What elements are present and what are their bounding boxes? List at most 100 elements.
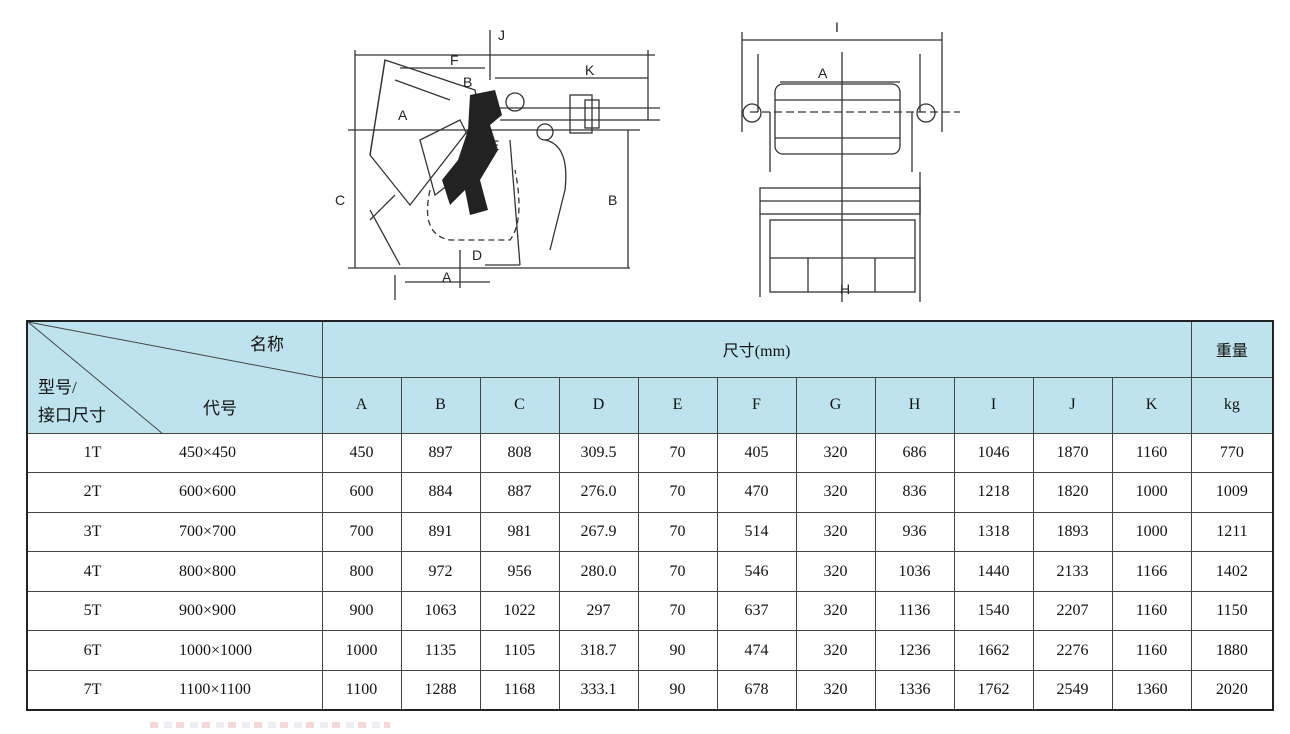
value-cell-e: 70 [637, 432, 718, 474]
dim-label-h: H [840, 281, 850, 297]
value-cell-e: 70 [637, 590, 718, 632]
value-cell-g: 320 [795, 432, 876, 474]
code-cell: 1000×1000 [157, 630, 323, 672]
value-cell-j: 1893 [1032, 511, 1113, 553]
value-cell-h: 836 [874, 472, 955, 513]
value-cell-a: 1100 [321, 670, 402, 711]
value-cell-b: 1288 [400, 670, 481, 711]
weight-cell: 2020 [1190, 670, 1274, 711]
value-cell-i: 1762 [953, 670, 1034, 711]
column-header-d: D [558, 376, 639, 434]
dim-label-d: D [472, 247, 482, 263]
weight-cell: 770 [1190, 432, 1274, 474]
value-cell-b: 897 [400, 432, 481, 474]
value-cell-k: 1160 [1111, 590, 1192, 632]
weight-header: 重量 [1190, 320, 1274, 378]
weight-cell: 1009 [1190, 472, 1274, 513]
dim-label-a-bottom: A [442, 269, 452, 285]
value-cell-a: 900 [321, 590, 402, 632]
column-header-a: A [321, 376, 402, 434]
dim-label-a-hopper: A [398, 107, 408, 123]
value-cell-d: 333.1 [558, 670, 639, 711]
dim-label-c: C [335, 192, 345, 208]
value-cell-e: 70 [637, 472, 718, 513]
weight-cell: 1880 [1190, 630, 1274, 672]
value-cell-c: 887 [479, 472, 560, 513]
value-cell-b: 1135 [400, 630, 481, 672]
value-cell-c: 1022 [479, 590, 560, 632]
column-header-j: J [1032, 376, 1113, 434]
weight-cell: 1211 [1190, 511, 1274, 553]
value-cell-d: 297 [558, 590, 639, 632]
model-cell: 7T [26, 670, 157, 711]
front-view-svg: I A H [741, 19, 960, 302]
dim-label-b-side: B [608, 192, 617, 208]
value-cell-h: 1136 [874, 590, 955, 632]
value-cell-f: 474 [716, 630, 797, 672]
value-cell-e: 70 [637, 511, 718, 553]
value-cell-a: 600 [321, 472, 402, 513]
corner-model-line2: 接口尺寸 [38, 406, 106, 425]
value-cell-a: 800 [321, 551, 402, 592]
code-cell: 900×900 [157, 590, 323, 632]
corner-name-label: 名称 [250, 335, 284, 354]
front-view-drawing: I A H [730, 12, 980, 310]
model-cell: 5T [26, 590, 157, 632]
value-cell-h: 1236 [874, 630, 955, 672]
value-cell-j: 2276 [1032, 630, 1113, 672]
value-cell-b: 891 [400, 511, 481, 553]
value-cell-g: 320 [795, 630, 876, 672]
corner-model-line1: 型号/ [38, 378, 77, 397]
dim-label-f: F [450, 52, 459, 68]
column-header-h: H [874, 376, 955, 434]
value-cell-k: 1000 [1111, 472, 1192, 513]
model-cell: 6T [26, 630, 157, 672]
value-cell-i: 1440 [953, 551, 1034, 592]
column-header-e: E [637, 376, 718, 434]
dimension-group-header: 尺寸(mm) [321, 320, 1192, 378]
value-cell-h: 1036 [874, 551, 955, 592]
value-cell-i: 1540 [953, 590, 1034, 632]
code-cell: 1100×1100 [157, 670, 323, 711]
column-header-f: F [716, 376, 797, 434]
value-cell-g: 320 [795, 670, 876, 711]
value-cell-k: 1360 [1111, 670, 1192, 711]
value-cell-k: 1160 [1111, 432, 1192, 474]
dim-label-e: E [490, 137, 499, 153]
code-cell: 800×800 [157, 551, 323, 592]
dim-label-k: K [585, 62, 595, 78]
code-cell: 700×700 [157, 511, 323, 553]
weight-unit-header: kg [1190, 376, 1274, 434]
column-header-c: C [479, 376, 560, 434]
value-cell-i: 1318 [953, 511, 1034, 553]
value-cell-i: 1218 [953, 472, 1034, 513]
value-cell-c: 1105 [479, 630, 560, 672]
value-cell-a: 700 [321, 511, 402, 553]
value-cell-d: 280.0 [558, 551, 639, 592]
column-header-g: G [795, 376, 876, 434]
value-cell-j: 1870 [1032, 432, 1113, 474]
value-cell-j: 2207 [1032, 590, 1113, 632]
column-header-b: B [400, 376, 481, 434]
footer-watermark-strip [150, 722, 390, 728]
dim-label-i: I [835, 19, 839, 35]
value-cell-j: 2133 [1032, 551, 1113, 592]
value-cell-b: 972 [400, 551, 481, 592]
value-cell-k: 1166 [1111, 551, 1192, 592]
value-cell-d: 318.7 [558, 630, 639, 672]
value-cell-j: 2549 [1032, 670, 1113, 711]
value-cell-h: 686 [874, 432, 955, 474]
value-cell-i: 1662 [953, 630, 1034, 672]
value-cell-e: 90 [637, 670, 718, 711]
value-cell-k: 1160 [1111, 630, 1192, 672]
value-cell-b: 884 [400, 472, 481, 513]
model-cell: 3T [26, 511, 157, 553]
value-cell-h: 936 [874, 511, 955, 553]
value-cell-f: 637 [716, 590, 797, 632]
